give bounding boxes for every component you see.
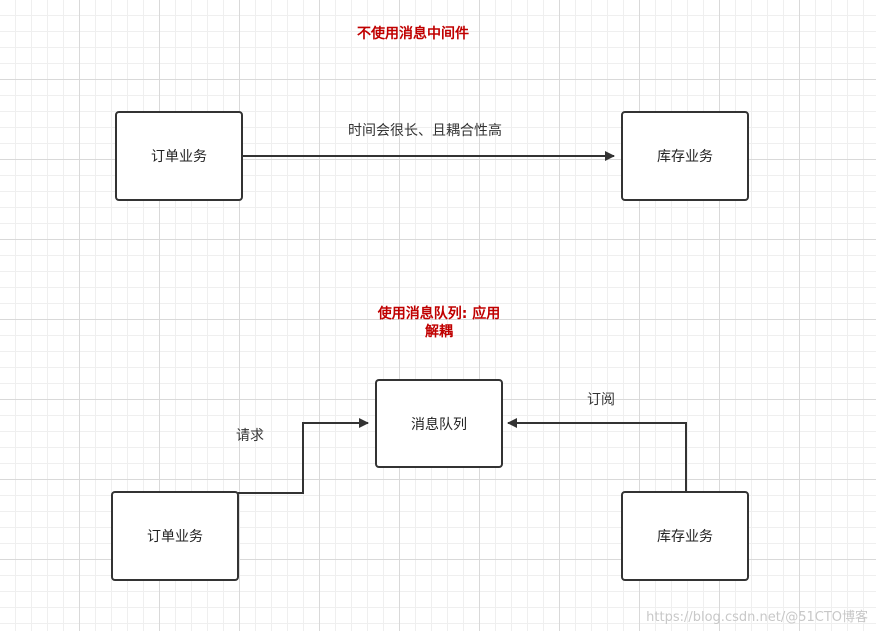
order-service-label-bottom: 订单业务: [147, 529, 203, 545]
section2-title: 使用消息队列: 应用 解耦: [368, 305, 510, 341]
subscribe-arrow: [507, 418, 687, 493]
message-queue-box[interactable]: 消息队列: [375, 379, 503, 468]
inventory-service-box-bottom[interactable]: 库存业务: [621, 491, 749, 581]
order-service-box-top[interactable]: 订单业务: [115, 111, 243, 201]
inventory-service-label-bottom: 库存业务: [657, 529, 713, 545]
inventory-service-box-top[interactable]: 库存业务: [621, 111, 749, 201]
inventory-service-label-top: 库存业务: [657, 149, 713, 165]
message-queue-label: 消息队列: [411, 416, 467, 433]
request-arrow: [238, 418, 369, 494]
watermark-text: https://blog.csdn.net/@51CTO博客: [646, 610, 868, 625]
order-service-box-bottom[interactable]: 订单业务: [111, 491, 239, 581]
section1-title: 不使用消息中间件: [357, 26, 469, 42]
section2-title-line1: 使用消息队列: 应用: [377, 306, 501, 322]
subscribe-label: 订阅: [587, 392, 615, 408]
section2-title-line2: 解耦: [425, 324, 453, 340]
coupling-edge-label: 时间会很长、且耦合性高: [348, 123, 502, 139]
order-service-label-top: 订单业务: [151, 149, 207, 165]
request-label: 请求: [236, 428, 264, 444]
